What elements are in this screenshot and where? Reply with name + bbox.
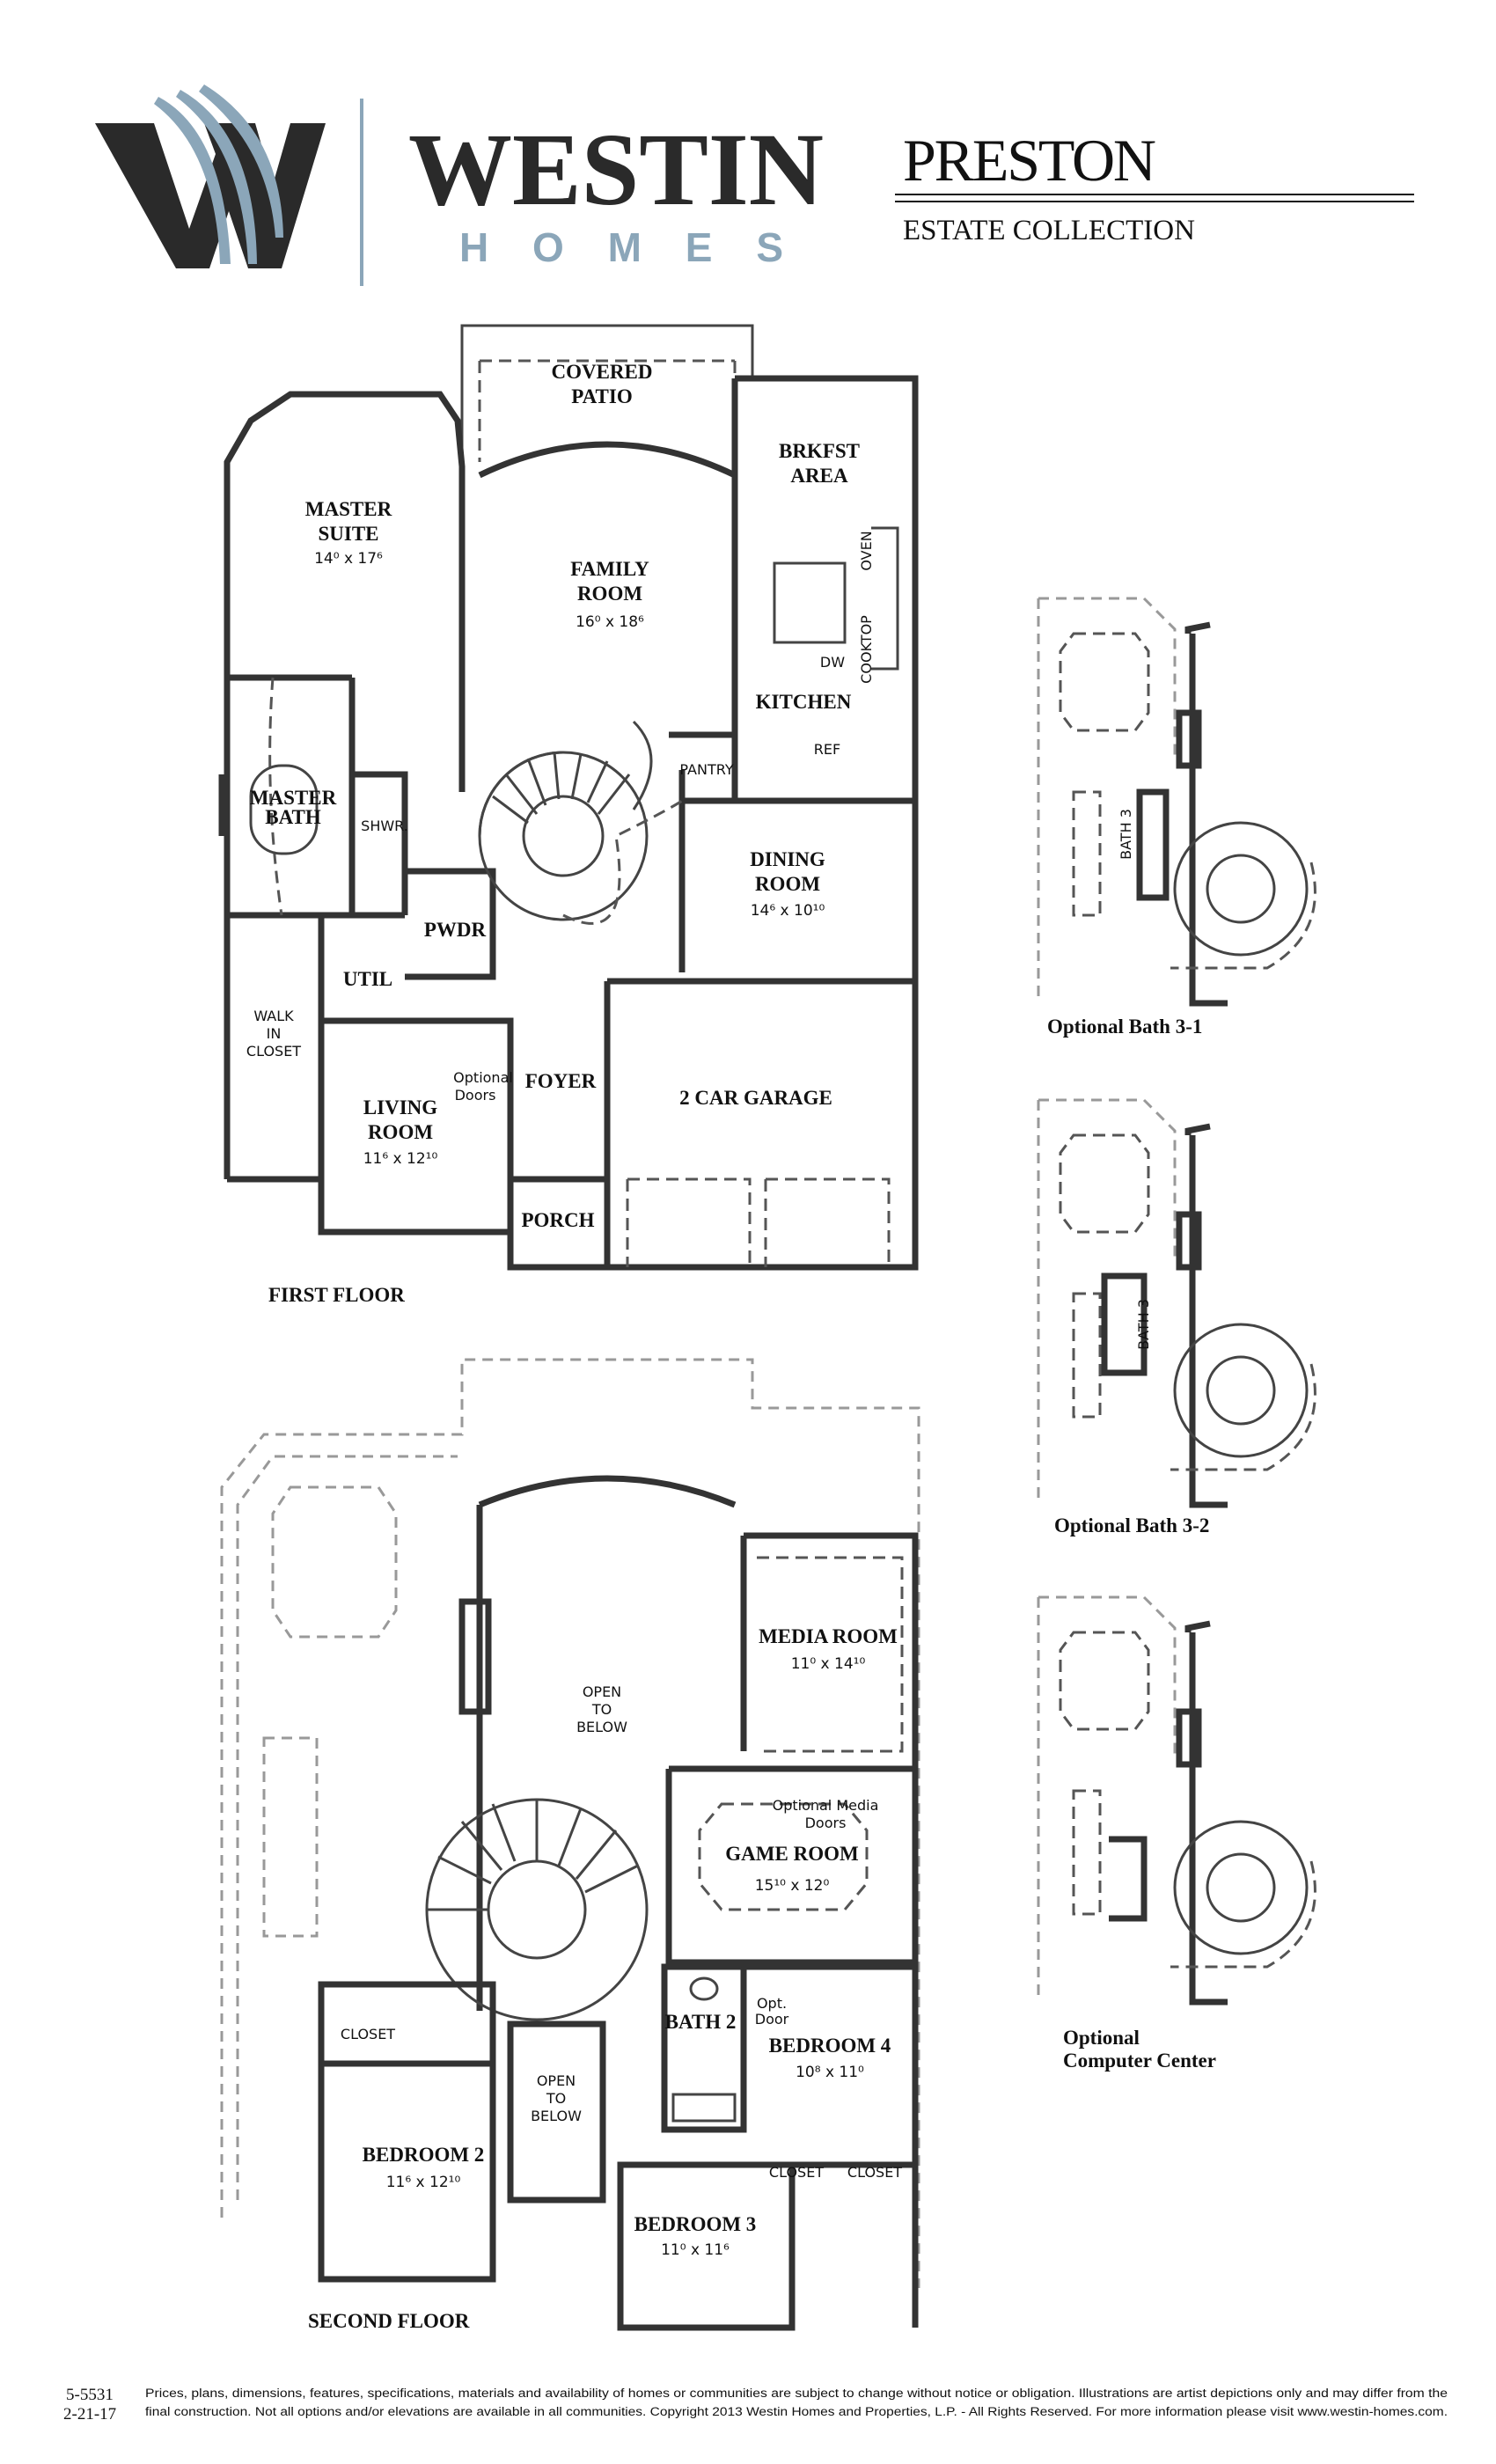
logo-w-mark <box>95 123 326 268</box>
open-to-below-label: BELOW <box>531 2108 582 2124</box>
option-caption: Computer Center <box>1063 2050 1216 2072</box>
media-room-label: MEDIA ROOM <box>759 1625 898 1647</box>
second-floor-plan <box>220 1358 920 2331</box>
powder-label: PWDR <box>424 919 487 941</box>
disclaimer-line: final construction. Not all options and/… <box>145 2405 1448 2418</box>
covered-patio-label: PATIO <box>571 385 632 407</box>
living-room-dim: 11⁶ x 12¹⁰ <box>363 1150 438 1168</box>
closet-label: CLOSET <box>341 2026 395 2042</box>
option-bath-3-2: BATH 3 Optional Bath 3-2 <box>1038 1100 1315 1536</box>
optional-media-doors-label: Doors <box>805 1815 847 1831</box>
walk-in-closet-label: IN <box>267 1025 282 1042</box>
optional-doors-label: Optional <box>453 1069 513 1086</box>
dining-room-label: DINING <box>750 848 825 870</box>
closet-label: CLOSET <box>769 2164 824 2181</box>
open-to-below-label: BELOW <box>576 1719 627 1735</box>
master-bath-label: BATH <box>265 806 321 828</box>
kitchen-label: KITCHEN <box>756 691 852 713</box>
logo-swoosh <box>154 97 231 264</box>
bedroom-2-label: BEDROOM 2 <box>363 2144 485 2166</box>
opt-door-label: Door <box>755 2011 789 2028</box>
family-room-label: FAMILY <box>570 558 649 580</box>
brand-name: WESTIN <box>408 112 824 227</box>
dining-room-label: ROOM <box>755 873 820 895</box>
disclaimer-line: Prices, plans, dimensions, features, spe… <box>145 2387 1448 2400</box>
open-to-below-label: OPEN <box>583 1683 621 1700</box>
family-room-label: ROOM <box>577 583 642 605</box>
collection-name: ESTATE COLLECTION <box>903 215 1195 246</box>
bedroom-4-dim: 10⁸ x 11⁰ <box>796 2064 864 2081</box>
plan-date: 2-21-17 <box>63 2405 116 2424</box>
walk-in-closet-label: CLOSET <box>246 1043 301 1060</box>
open-to-below-label: TO <box>546 2090 566 2107</box>
bath-3-label: BATH 3 <box>1135 1299 1152 1350</box>
open-to-below-label: TO <box>591 1701 612 1718</box>
closet-label: CLOSET <box>847 2164 902 2181</box>
family-room-dim: 16⁰ x 18⁶ <box>576 613 644 631</box>
brand-sub: HOMES <box>459 224 783 270</box>
master-suite-label: MASTER <box>305 498 392 520</box>
oven-label: OVEN <box>858 531 875 570</box>
shower-label: SHWR. <box>361 818 408 834</box>
plan-name: PRESTON <box>903 127 1156 194</box>
utility-label: UTIL <box>343 968 392 990</box>
living-room-label: ROOM <box>368 1121 433 1143</box>
covered-patio-label: COVERED <box>551 361 652 383</box>
optional-doors-label: Doors <box>455 1087 496 1104</box>
option-caption: Optional Bath 3-1 <box>1047 1016 1202 1038</box>
living-room-label: LIVING <box>363 1096 437 1118</box>
opt-door-label: Opt. <box>757 1995 787 2012</box>
walk-in-closet-label: WALK <box>253 1008 294 1024</box>
option-caption: Optional Bath 3-2 <box>1054 1514 1209 1536</box>
first-floor-labels: COVERED PATIO BRKFST AREA MASTER SUITE 1… <box>246 361 875 1306</box>
ref-label: REF <box>814 741 840 758</box>
game-room-label: GAME ROOM <box>725 1843 859 1865</box>
westin-logo: WESTIN HOMES <box>95 84 824 286</box>
media-room-dim: 11⁰ x 14¹⁰ <box>791 1655 866 1673</box>
garage-label: 2 CAR GARAGE <box>679 1087 832 1109</box>
porch-label: PORCH <box>521 1209 594 1231</box>
foyer-label: FOYER <box>525 1070 597 1092</box>
option-bath-3-1: BATH 3 Optional Bath 3-1 <box>1038 598 1315 1038</box>
game-room-dim: 15¹⁰ x 12⁰ <box>755 1877 830 1895</box>
plan-code: 5-5531 <box>66 2386 114 2404</box>
second-floor-title: SECOND FLOOR <box>308 2310 470 2332</box>
dw-label: DW <box>820 654 845 671</box>
bath-3-label: BATH 3 <box>1118 809 1134 860</box>
optional-media-doors-label: Optional Media <box>773 1797 879 1814</box>
first-floor-plan <box>218 324 919 1271</box>
bedroom-3-dim: 11⁰ x 11⁶ <box>661 2241 730 2259</box>
footer: 5-5531 2-21-17 Prices, plans, dimensions… <box>63 2386 1448 2424</box>
master-bath-label: MASTER <box>250 787 337 809</box>
master-suite-label: SUITE <box>318 523 378 545</box>
cooktop-label: COOKTOP <box>858 615 875 684</box>
brkfst-label: AREA <box>790 465 848 487</box>
bath-2-label: BATH 2 <box>665 2011 737 2033</box>
option-caption: Optional <box>1063 2027 1140 2049</box>
master-suite-dim: 14⁰ x 17⁶ <box>314 550 383 568</box>
second-floor-labels: OPEN TO BELOW MEDIA ROOM 11⁰ x 14¹⁰ Opti… <box>308 1625 902 2332</box>
dining-room-dim: 14⁶ x 10¹⁰ <box>751 902 825 920</box>
option-computer-center: Optional Computer Center <box>1038 1597 1315 2072</box>
open-to-below-label: OPEN <box>537 2072 576 2089</box>
bedroom-2-dim: 11⁶ x 12¹⁰ <box>386 2174 461 2191</box>
first-floor-title: FIRST FLOOR <box>268 1284 405 1306</box>
bedroom-4-label: BEDROOM 4 <box>769 2035 891 2057</box>
bedroom-3-label: BEDROOM 3 <box>634 2213 757 2235</box>
pantry-label: PANTRY <box>679 761 733 778</box>
brkfst-label: BRKFST <box>779 440 860 462</box>
